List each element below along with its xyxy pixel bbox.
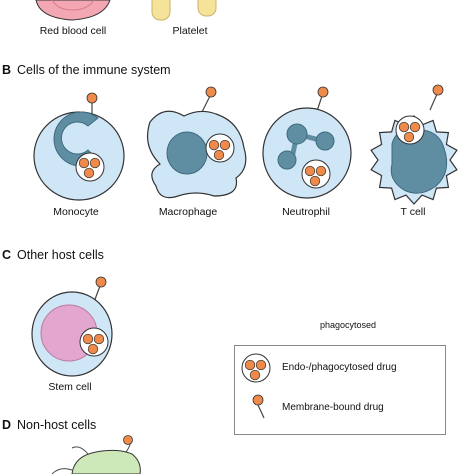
- section-c-heading: C Other host cells: [2, 248, 104, 262]
- stem-cell: [31, 276, 113, 377]
- section-d-heading: D Non-host cells: [2, 418, 96, 432]
- label-t-cell: T cell: [400, 206, 426, 218]
- neutrophil-cell: [262, 86, 352, 199]
- label-red-blood-cell: Red blood cell: [39, 25, 107, 37]
- section-d-title: Non-host cells: [17, 418, 97, 432]
- platelet-shape: [151, 0, 217, 21]
- section-b-heading: B Cells of the immune system: [2, 63, 171, 77]
- section-c-letter: C: [2, 248, 12, 262]
- legend-membrane-label: Membrane-bound drug: [282, 402, 384, 413]
- label-neutrophil: Neutrophil: [282, 206, 330, 218]
- label-macrophage: Macrophage: [158, 206, 218, 218]
- red-blood-cell-shape: [35, 0, 111, 21]
- t-cell: [370, 84, 458, 205]
- section-c-title: Other host cells: [17, 248, 104, 262]
- legend-endo-label: Endo-/phagocytosed drug: [282, 362, 397, 373]
- section-b-title: Cells of the immune system: [17, 63, 171, 77]
- legend-membrane-icon: [252, 394, 265, 419]
- label-platelet: Platelet: [172, 25, 208, 37]
- monocyte-cell: [33, 92, 125, 201]
- section-d-letter: D: [2, 418, 12, 432]
- label-monocyte: Monocyte: [53, 206, 99, 218]
- stray-label-phagocytosed: phagocytosed: [320, 320, 377, 330]
- macrophage-cell: [147, 86, 247, 199]
- section-b-letter: B: [2, 63, 12, 77]
- legend-box: [234, 345, 446, 435]
- label-stem-cell: Stem cell: [48, 381, 92, 393]
- bacterium-cell: [51, 435, 141, 474]
- legend-endo-icon: [241, 353, 271, 383]
